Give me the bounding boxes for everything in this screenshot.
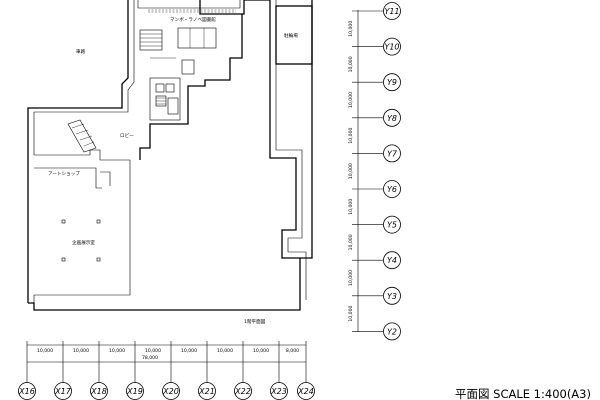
grid-label-y2: Y2 bbox=[387, 327, 397, 336]
x-dimension: 10,000 bbox=[145, 348, 161, 354]
bike-parking-block bbox=[275, 5, 313, 65]
grid-label-y6: Y6 bbox=[387, 185, 397, 194]
grid-bubble-y3 bbox=[383, 286, 401, 305]
grid-bubble-y4 bbox=[383, 251, 401, 270]
x-dimension: 10,000 bbox=[37, 348, 53, 354]
grid-bubble-y7 bbox=[383, 144, 401, 163]
grid-label-x19: X19 bbox=[126, 387, 143, 396]
y-dimension: 10,000 bbox=[348, 21, 354, 37]
grid-label-x21: X21 bbox=[198, 387, 215, 396]
y-dimension: 10,000 bbox=[348, 270, 354, 286]
label-art-shop: アートショップ bbox=[48, 171, 80, 177]
grid-label-x20: X20 bbox=[162, 387, 179, 396]
grid-bubble-y2 bbox=[383, 322, 401, 341]
y-dimension: 10,000 bbox=[348, 234, 354, 250]
grid-label-y4: Y4 bbox=[387, 256, 397, 265]
x-dimension: 10,000 bbox=[253, 348, 269, 354]
label-driveway: 車路 bbox=[76, 48, 86, 55]
grid-bubble-y5 bbox=[383, 215, 401, 234]
x-dimension: 8,000 bbox=[286, 348, 299, 354]
grid-label-x18: X18 bbox=[90, 387, 107, 396]
label-exhibition-room: 企画展示室 bbox=[72, 239, 95, 246]
room-labels: 車路 マンボ・ラノベ図書館 駐輪場 ロビー アートショップ 企画展示室 1階平面… bbox=[48, 16, 298, 325]
grid-label-x16: X16 bbox=[18, 387, 35, 396]
y-grid-axis: Y1110,000Y1010,000Y910,000Y810,000Y710,0… bbox=[348, 2, 401, 341]
grid-label-y3: Y3 bbox=[387, 292, 397, 301]
escalator bbox=[67, 119, 97, 153]
grid-bubble-y10 bbox=[383, 37, 401, 56]
grid-bubble-y8 bbox=[383, 108, 401, 127]
label-lobby: ロビー bbox=[120, 132, 134, 139]
grid-label-x23: X23 bbox=[270, 387, 287, 396]
building-outline bbox=[27, 0, 313, 311]
grid-label-x17: X17 bbox=[54, 387, 72, 396]
grid-bubble-y6 bbox=[383, 180, 401, 198]
grid-label-y8: Y8 bbox=[387, 114, 397, 123]
grid-label-x24: X24 bbox=[297, 387, 314, 396]
y-dimension: 10,000 bbox=[348, 56, 354, 72]
grid-bubble-y11 bbox=[383, 2, 401, 20]
grid-label-y5: Y5 bbox=[387, 221, 397, 230]
x-dimension: 10,000 bbox=[181, 348, 197, 354]
x-dimension: 10,000 bbox=[73, 348, 89, 354]
label-floor-plan: 1階平面図 bbox=[244, 318, 266, 325]
grid-label-x22: X22 bbox=[234, 387, 251, 396]
grid-label-y7: Y7 bbox=[387, 149, 398, 158]
core-area bbox=[34, 9, 236, 262]
y-dimension: 10,000 bbox=[348, 92, 354, 108]
grid-label-y11: Y11 bbox=[384, 7, 399, 16]
scale-title: 平面図 SCALE 1:400(A3) bbox=[455, 387, 591, 400]
y-dimension: 10,000 bbox=[348, 199, 354, 215]
x-dimension: 10,000 bbox=[109, 348, 125, 354]
x-dimension: 10,000 bbox=[217, 348, 233, 354]
grid-label-y9: Y9 bbox=[387, 78, 397, 87]
overall-dimension: 78,000 bbox=[142, 355, 158, 361]
y-dimension: 10,000 bbox=[348, 163, 354, 179]
grid-label-y10: Y10 bbox=[384, 43, 399, 52]
grid-bubble-y9 bbox=[383, 73, 401, 92]
y-dimension: 10,000 bbox=[348, 305, 354, 321]
label-bike-parking: 駐輪場 bbox=[284, 32, 298, 39]
label-corridor: マンボ・ラノベ図書館 bbox=[170, 16, 216, 23]
y-dimension: 10,000 bbox=[348, 127, 354, 143]
